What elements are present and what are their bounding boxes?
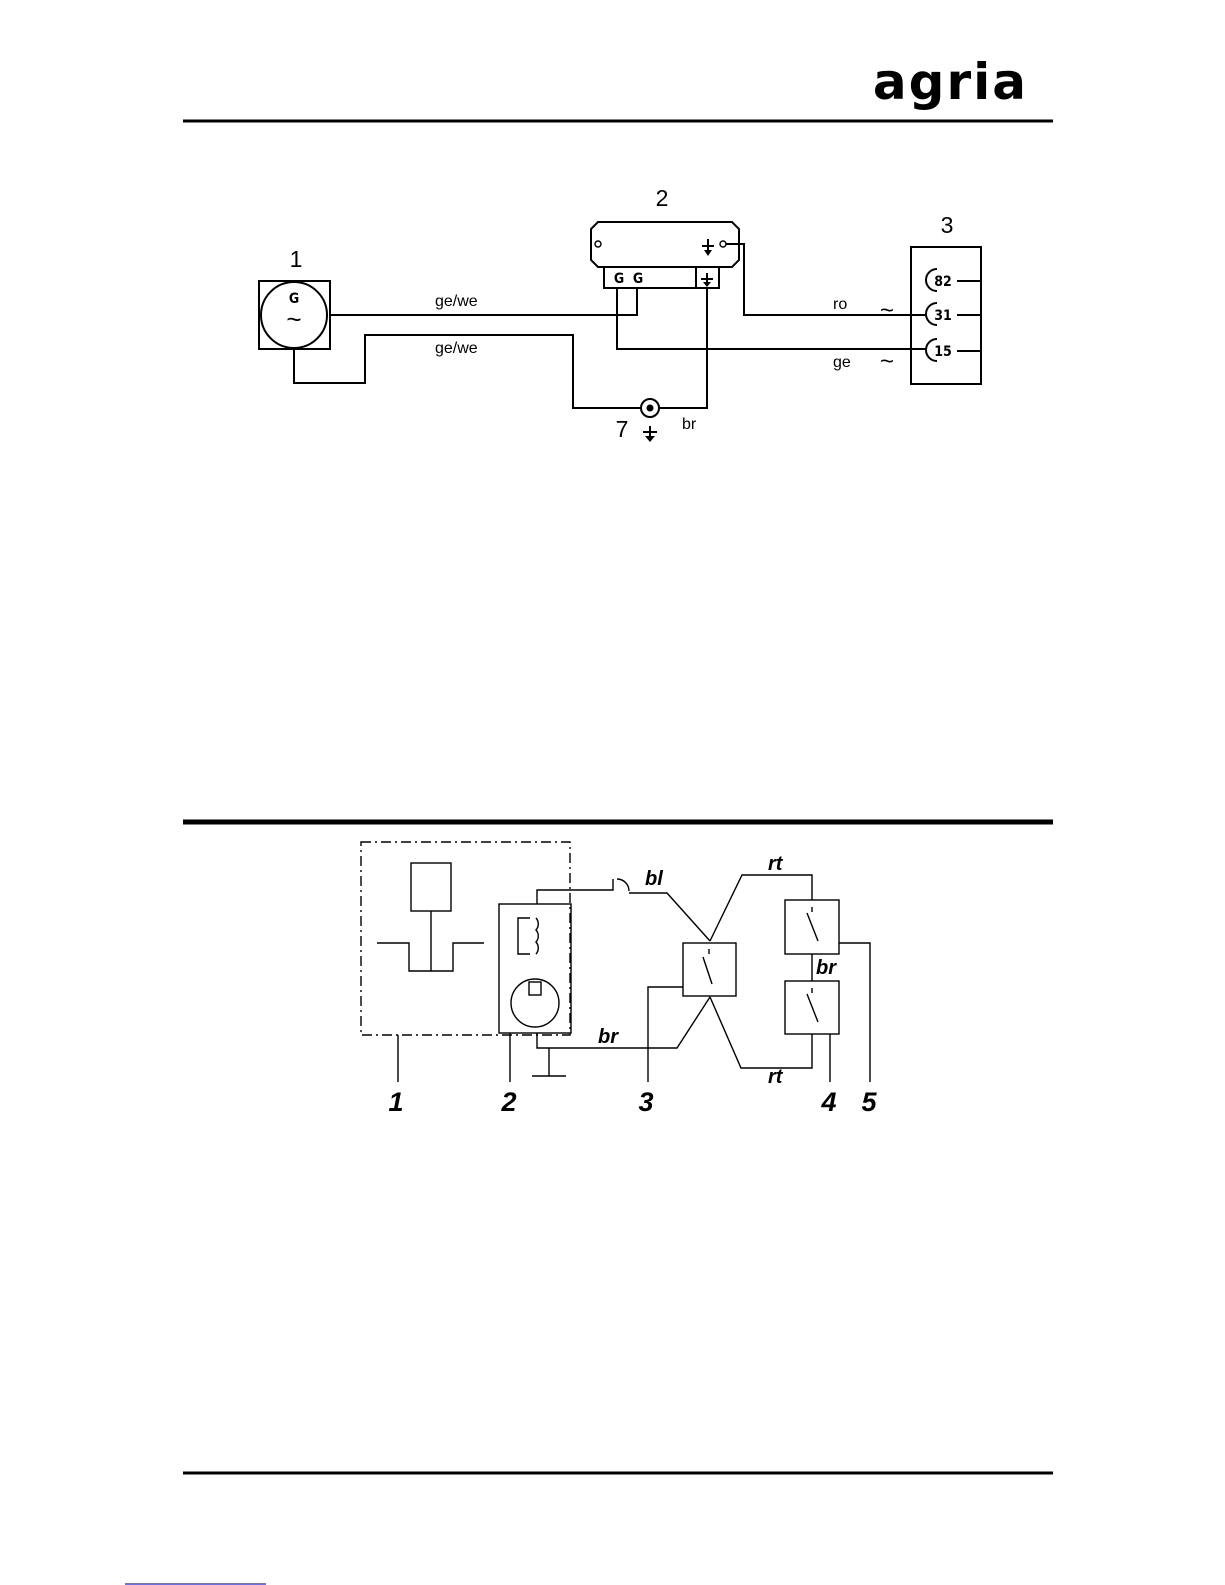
switch-center <box>683 943 736 996</box>
ground-point <box>641 399 659 442</box>
agria-logo: agria <box>873 53 1028 111</box>
regulator-terminal-ground-symbol <box>701 273 713 287</box>
wire-rt-bottom <box>710 997 812 1068</box>
leader-3 <box>648 987 683 1082</box>
label-regulator: 2 <box>656 185 669 211</box>
label-ground: 7 <box>616 416 629 442</box>
wire-label-lower: ge/we <box>435 340 478 357</box>
wire-label-rt-bottom: rt <box>768 1066 784 1088</box>
diagram-charging-circuit: G ~ 1 G G 2 <box>259 185 981 442</box>
switch-terminal-31: 31 <box>934 308 952 324</box>
ignition-module <box>499 904 571 1033</box>
wire-rt-top <box>710 875 812 941</box>
wire-ro-tilde: ~ <box>880 297 894 324</box>
leader-5 <box>839 943 870 1082</box>
diagram-ignition-circuit: bl br rt rt br 1 2 3 4 5 <box>361 842 877 1117</box>
wire-label-br-right: br <box>816 957 837 979</box>
wire-label-bl: bl <box>645 868 663 890</box>
generator-wave: ~ <box>286 304 301 334</box>
wire-br-left <box>537 997 710 1048</box>
switch-terminal-15: 15 <box>934 344 952 360</box>
callout-5: 5 <box>861 1087 877 1117</box>
wire-module-top <box>537 879 613 904</box>
switch-lower <box>785 981 839 1034</box>
wire-label-ge: ge <box>833 354 851 371</box>
callout-3: 3 <box>638 1087 653 1117</box>
wire-label-rt-top: rt <box>768 853 784 875</box>
wire-label-br: br <box>682 416 697 433</box>
switch-upper <box>785 900 839 954</box>
generator: G ~ <box>259 281 330 349</box>
regulator-terminal-g2: G <box>633 271 643 287</box>
callout-2: 2 <box>500 1087 516 1117</box>
wire-ge-tilde: ~ <box>880 348 894 375</box>
switch-terminal-82: 82 <box>934 274 952 290</box>
module-ground-symbol <box>532 1048 566 1076</box>
callout-1: 1 <box>388 1087 403 1117</box>
wire-bl <box>629 893 710 941</box>
regulator: G G <box>591 222 739 288</box>
wire-label-upper: ge/we <box>435 293 478 310</box>
regulator-ground-symbol <box>702 239 714 256</box>
label-switch: 3 <box>941 212 954 238</box>
wire-ro <box>726 244 926 315</box>
wire-label-br-left: br <box>598 1026 619 1048</box>
wire-label-ro: ro <box>833 296 847 313</box>
callout-4: 4 <box>820 1087 836 1117</box>
wire-upper <box>330 288 637 315</box>
connector-bl <box>617 879 629 891</box>
regulator-terminal-g1: G <box>614 271 624 287</box>
label-generator: 1 <box>290 246 303 272</box>
